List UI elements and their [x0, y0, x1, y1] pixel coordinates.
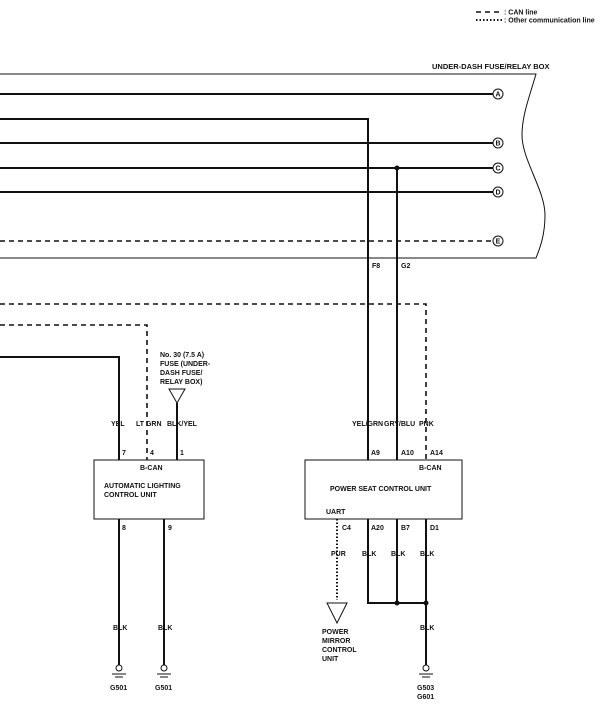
fuse-label-line4: RELAY BOX): [160, 379, 202, 386]
alcu-wire-color-lt-grn: LT GRN: [136, 421, 162, 428]
connector-b: B: [492, 137, 504, 149]
pscu-pin-b7: B7: [401, 525, 410, 532]
connector-b-label: B: [495, 141, 500, 148]
fuse-no30: No. 30 (7.5 A) FUSE (UNDER- DASH FUSE/ R…: [160, 352, 211, 460]
connector-e: E: [492, 235, 504, 247]
alcu-box: [93, 459, 205, 520]
fuse-symbol: [168, 388, 186, 405]
pscu-pin-a10: A10: [401, 450, 414, 457]
pscu-wire-color-pnk: PNK: [419, 421, 434, 428]
pscu-name: POWER SEAT CONTROL UNIT: [330, 486, 432, 493]
alcu-wire-color-blk-yel: BLK/YEL: [167, 421, 198, 428]
connector-d: D: [492, 186, 504, 198]
ground-g601-label: G601: [417, 694, 434, 701]
fuse-relay-box: UNDER-DASH FUSE/RELAY BOX: [0, 62, 550, 259]
ground-g503-g601: G503 G601: [417, 664, 434, 701]
pscu-pin-c4: C4: [342, 525, 351, 532]
alcu-pin-8: 8: [122, 525, 126, 532]
alcu-pin-1: 1: [180, 450, 184, 457]
pscu-wire-color-blk-d1: BLK: [420, 551, 434, 558]
pscu-wire-color-blk-a20: BLK: [362, 551, 376, 558]
mirror-unit-line2: MIRROR: [322, 638, 350, 645]
fuse-label-line1: No. 30 (7.5 A): [160, 352, 204, 359]
pin-g2-label: G2: [401, 263, 410, 270]
connector-d-label: D: [495, 190, 500, 197]
alcu-pin-9: 9: [168, 525, 172, 532]
pscu-wire-color-blk-ground: BLK: [420, 625, 434, 632]
fuse-relay-box-outline: [0, 73, 546, 259]
fuse-label-line2: FUSE (UNDER-: [160, 361, 211, 368]
pscu-wire-color-pur: PUR: [331, 551, 346, 558]
alcu-bus-label: B-CAN: [140, 465, 163, 472]
fuse-label-line3: DASH FUSE/: [160, 370, 202, 377]
pscu-pin-d1: D1: [430, 525, 439, 532]
can-bus-lt-grn: [0, 324, 148, 460]
pscu-pin-a9: A9: [371, 450, 380, 457]
pscu-bus-label: B-CAN: [419, 465, 442, 472]
can-bus-pnk: [0, 303, 427, 460]
alcu-wire-color-blk-1: BLK: [113, 625, 127, 632]
mirror-unit-line3: CONTROL: [322, 647, 357, 654]
power-seat-control-unit: B-CAN POWER SEAT CONTROL UNIT UART: [304, 459, 463, 520]
alcu-name-line2: CONTROL UNIT: [104, 492, 157, 499]
alcu-pin-4: 4: [150, 450, 154, 457]
ground-g503-label: G503: [417, 685, 434, 692]
mirror-unit-line1: POWER: [322, 629, 348, 636]
power-mirror-control-unit: POWER MIRROR CONTROL UNIT: [322, 602, 357, 663]
ground-g501-1: G501: [110, 664, 127, 692]
ground-g501-2-label: G501: [155, 685, 172, 692]
mirror-unit-line4: UNIT: [322, 656, 339, 663]
pscu-pin-a20: A20: [371, 525, 384, 532]
pscu-uart-label: UART: [326, 509, 346, 516]
splice-ground-1: [394, 600, 400, 606]
pin-f8-label: F8: [372, 263, 380, 270]
connector-a-label: A: [495, 92, 500, 99]
pscu-box: [304, 459, 463, 520]
wire-yel: [0, 356, 120, 460]
alcu-pin-7: 7: [122, 450, 126, 457]
connector-c-label: C: [495, 166, 500, 173]
alcu-wire-color-blk-2: BLK: [158, 625, 172, 632]
alcu-name-line1: AUTOMATIC LIGHTING: [104, 483, 181, 490]
pscu-wire-color-blk-b7: BLK: [391, 551, 405, 558]
alcu-wire-color-yel: YEL: [111, 421, 125, 428]
automatic-lighting-control-unit: B-CAN AUTOMATIC LIGHTING CONTROL UNIT: [93, 459, 205, 520]
mirror-unit-arrow: [326, 602, 348, 625]
pscu-wire-color-yel-grn: YEL/GRN: [352, 421, 383, 428]
legend-other-line-label: : Other communication line: [504, 18, 595, 25]
splice-c: [394, 165, 400, 171]
connector-c: C: [492, 162, 504, 174]
legend-can-line-label: : CAN line: [504, 10, 538, 17]
pscu-wire-color-gry-blu: GRY/BLU: [384, 421, 415, 428]
ground-g501-1-label: G501: [110, 685, 127, 692]
connector-e-label: E: [496, 239, 501, 246]
ground-g501-2: G501: [155, 664, 172, 692]
connector-a: A: [492, 88, 504, 100]
legend: : CAN line : Other communication line: [476, 10, 595, 25]
pscu-pin-a14: A14: [430, 450, 443, 457]
splice-ground-2: [423, 600, 429, 606]
fuse-relay-box-title: UNDER-DASH FUSE/RELAY BOX: [432, 62, 550, 71]
